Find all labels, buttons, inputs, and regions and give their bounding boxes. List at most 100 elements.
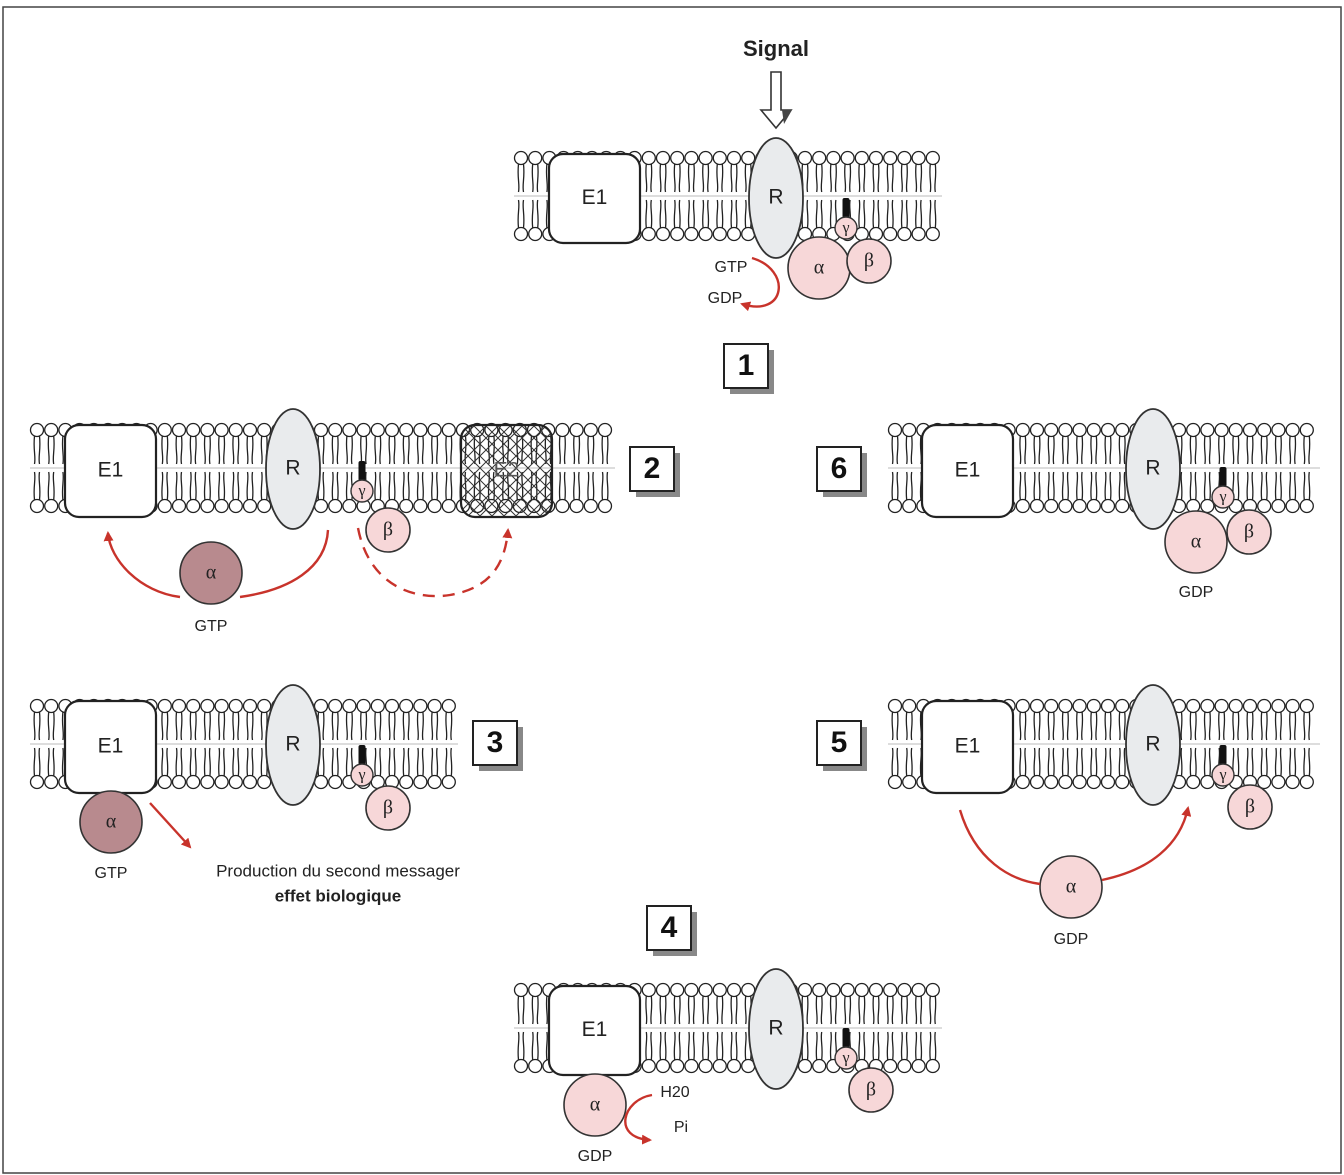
- phospholipid-head: [685, 1060, 698, 1073]
- effector-e1-step5-label: E1: [955, 735, 981, 758]
- phospholipid-head: [45, 424, 58, 437]
- lipid-anchor: [359, 461, 366, 481]
- effector-e1-step6-label: E1: [955, 459, 981, 482]
- phospholipid-head: [400, 700, 413, 713]
- alpha-active-step3: α: [80, 791, 142, 853]
- phospholipid-head: [173, 500, 186, 513]
- phospholipid-head: [685, 152, 698, 165]
- second-messenger-text: Production du second messager: [216, 861, 460, 880]
- beta-step1-label: β: [864, 250, 874, 272]
- phospholipid-head: [428, 424, 441, 437]
- phospholipid-head: [329, 700, 342, 713]
- phospholipid-head: [1016, 424, 1029, 437]
- beta-step1: β: [847, 239, 891, 283]
- lipid-anchor: [1220, 745, 1227, 765]
- phospholipid-head: [912, 1060, 925, 1073]
- phospholipid-head: [685, 228, 698, 241]
- phospholipid-head: [713, 228, 726, 241]
- phospholipid-head: [1286, 424, 1299, 437]
- phospholipid-head: [898, 984, 911, 997]
- phospholipid-head: [158, 700, 171, 713]
- phospholipid-head: [31, 776, 44, 789]
- phospholipid-head: [201, 776, 214, 789]
- phospholipid-head: [329, 500, 342, 513]
- phospholipid-head: [1045, 500, 1058, 513]
- gamma-step3: γ: [351, 745, 373, 786]
- phospholipid-head: [1258, 700, 1271, 713]
- phospholipid-head: [898, 228, 911, 241]
- phospholipid-head: [912, 228, 925, 241]
- phospholipid-head: [713, 984, 726, 997]
- phospholipid-head: [699, 1060, 712, 1073]
- phospholipid-head: [414, 776, 427, 789]
- phospholipid-head: [31, 500, 44, 513]
- phospholipid-head: [428, 776, 441, 789]
- phospholipid-head: [1102, 776, 1115, 789]
- alpha-to-e1-arrow-right: [240, 530, 328, 597]
- phospholipid-head: [657, 152, 670, 165]
- gamma-step3-label: γ: [357, 767, 365, 784]
- phospholipid-head: [357, 424, 370, 437]
- phospholipid-head: [671, 1060, 684, 1073]
- phospholipid-head: [1031, 500, 1044, 513]
- beta-step3-label: β: [383, 797, 393, 819]
- phospholipid-head: [258, 776, 271, 789]
- phospholipid-head: [258, 424, 271, 437]
- phospholipid-head: [813, 1060, 826, 1073]
- phospholipid-head: [671, 228, 684, 241]
- effector-e1-step4: E1: [549, 986, 640, 1075]
- alpha-step1-label: α: [814, 257, 825, 279]
- phospholipid-head: [343, 700, 356, 713]
- phospholipid-head: [45, 500, 58, 513]
- step-2-box-label: 2: [644, 452, 661, 485]
- phospholipid-head: [414, 424, 427, 437]
- alpha-step5-label: α: [1066, 876, 1077, 898]
- phospholipid-head: [889, 700, 902, 713]
- phospholipid-head: [799, 152, 812, 165]
- phospholipid-head: [386, 700, 399, 713]
- phospholipid-head: [926, 152, 939, 165]
- phospholipid-head: [244, 424, 257, 437]
- phospholipid-head: [529, 984, 542, 997]
- phospholipid-head: [898, 152, 911, 165]
- phospholipid-head: [400, 776, 413, 789]
- phospholipid-head: [400, 424, 413, 437]
- phospholipid-head: [1073, 700, 1086, 713]
- phospholipid-head: [713, 152, 726, 165]
- phospholipid-head: [570, 500, 583, 513]
- phospholipid-head: [1059, 500, 1072, 513]
- phospholipid-head: [442, 700, 455, 713]
- effector-e1-step2: E1: [65, 425, 156, 517]
- phospholipid-head: [1229, 700, 1242, 713]
- phospholipid-head: [1201, 500, 1214, 513]
- phospholipid-head: [799, 984, 812, 997]
- alpha-step4-label: α: [590, 1094, 601, 1116]
- phospholipid-head: [357, 700, 370, 713]
- phospholipid-head: [884, 1060, 897, 1073]
- phospholipid-head: [599, 424, 612, 437]
- phospholipid-head: [343, 500, 356, 513]
- effector-e1-step2-label: E1: [98, 459, 124, 482]
- phospholipid-head: [1286, 700, 1299, 713]
- receptor-step2-label: R: [285, 457, 300, 480]
- phospholipid-head: [713, 1060, 726, 1073]
- phospholipid-head: [855, 984, 868, 997]
- gdp-label-step1: GDP: [708, 290, 743, 307]
- phospholipid-head: [371, 424, 384, 437]
- phospholipid-head: [841, 984, 854, 997]
- effector-e2-step2-label: E2: [494, 459, 520, 482]
- phospholipid-head: [1272, 700, 1285, 713]
- phospholipid-head: [642, 984, 655, 997]
- phospholipid-head: [529, 1060, 542, 1073]
- signal-arrow-shadow: [782, 110, 792, 124]
- phospholipid-head: [215, 776, 228, 789]
- phospholipid-head: [315, 700, 328, 713]
- gamma-step5: γ: [1212, 745, 1234, 786]
- phospholipid-head: [827, 984, 840, 997]
- phospholipid-head: [244, 500, 257, 513]
- step-5-box-label: 5: [831, 726, 848, 759]
- phospholipid-head: [1229, 424, 1242, 437]
- phospholipid-head: [926, 228, 939, 241]
- phospholipid-head: [884, 228, 897, 241]
- lipid-anchor: [359, 745, 366, 765]
